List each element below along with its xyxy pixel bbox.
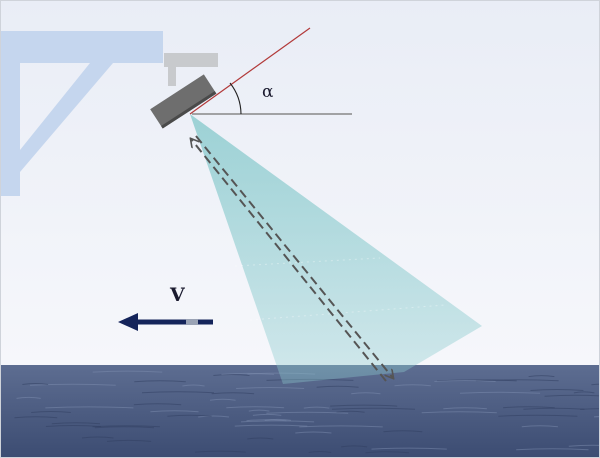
beam-texture	[234, 257, 446, 321]
beam-texture-line-1	[234, 257, 381, 267]
water-ripple	[182, 384, 205, 387]
water-ripple	[247, 437, 274, 440]
sensor-mount	[164, 53, 218, 86]
water-ripple	[150, 410, 199, 413]
signal-paths	[191, 135, 393, 382]
beam-texture-line-2	[249, 304, 446, 321]
water-ripple	[498, 414, 578, 417]
water-ripple	[248, 409, 270, 412]
water-ripple	[443, 407, 487, 410]
water-ripple	[141, 391, 215, 394]
bracket-diagonal-brace	[20, 63, 113, 172]
water-ripple	[236, 387, 305, 389]
mount-stem	[168, 66, 176, 86]
water-ripple	[213, 374, 250, 376]
water-ripple	[591, 383, 600, 386]
water-ripple	[573, 391, 595, 394]
water-ripple	[568, 444, 600, 447]
water-ripple	[295, 431, 332, 434]
water-ripple	[523, 407, 585, 410]
water-ripple	[94, 426, 155, 429]
water-ripple	[14, 416, 58, 419]
mount-plate	[164, 53, 218, 67]
water-ripple	[351, 392, 381, 395]
water-ripple	[22, 383, 49, 385]
velocity-arrow-head	[118, 313, 138, 331]
water-ripple	[580, 408, 600, 410]
water-ripple	[371, 447, 447, 450]
water-ripple	[45, 406, 134, 409]
water-ripple	[341, 445, 368, 448]
water-ripple	[299, 425, 383, 428]
water-ripple	[331, 407, 416, 410]
returning-signal-path	[191, 139, 387, 382]
angle-arc	[229, 82, 242, 115]
water-ripple	[316, 385, 359, 388]
water-ripple	[81, 436, 114, 439]
water-ripple	[29, 383, 116, 386]
bracket-vertical-post	[0, 31, 20, 196]
bracket-top-beam	[0, 31, 163, 63]
water-ripple	[544, 394, 600, 397]
water-ripple	[167, 414, 212, 417]
water-ripple	[308, 451, 332, 453]
tilt-angle-line	[189, 27, 311, 115]
water-ripple	[303, 406, 330, 409]
water-ripple	[266, 411, 349, 414]
water-ripple	[503, 406, 555, 409]
water-ripple	[31, 411, 71, 413]
water-ripple	[421, 411, 497, 414]
water-ripple	[365, 451, 409, 454]
angle-label: α	[262, 82, 274, 102]
water-ripple	[530, 389, 584, 391]
water-ripple	[16, 396, 41, 399]
water-ripple	[92, 370, 163, 373]
water-ripple	[252, 413, 282, 416]
water-ripple	[209, 398, 236, 401]
water-ripple	[133, 403, 182, 406]
water-ripple	[211, 392, 255, 395]
arrow-left-icon	[118, 313, 213, 331]
water-ripple	[240, 420, 315, 423]
water-ripple	[234, 424, 308, 427]
water-ripple	[134, 380, 186, 383]
radar-sensor-icon	[150, 74, 217, 129]
water-ripple	[528, 375, 555, 378]
water-ripple	[198, 415, 230, 418]
water-ripple	[194, 450, 246, 453]
water-ripple	[516, 448, 589, 451]
water-ripple	[336, 410, 365, 413]
water-ripple	[459, 391, 541, 394]
bridge-bracket	[0, 31, 163, 196]
water-ripple	[51, 422, 101, 425]
radar-beam-cone	[190, 114, 482, 384]
water-ripple	[106, 439, 152, 442]
water-ripple	[330, 404, 398, 407]
water-ripple	[92, 425, 160, 428]
water-ripple	[394, 384, 431, 387]
water-ripple	[383, 430, 423, 433]
water-ripple	[264, 418, 292, 421]
water-ripple	[221, 372, 275, 375]
sensor-face	[161, 91, 217, 129]
sensor-housing	[150, 74, 217, 129]
water-ripple	[434, 380, 496, 382]
velocity-arrow-tail-mark	[186, 319, 198, 325]
outgoing-signal-path	[195, 135, 393, 378]
velocity-label: V	[169, 284, 186, 306]
water-ripple	[521, 425, 558, 428]
water-ripple	[226, 406, 285, 409]
